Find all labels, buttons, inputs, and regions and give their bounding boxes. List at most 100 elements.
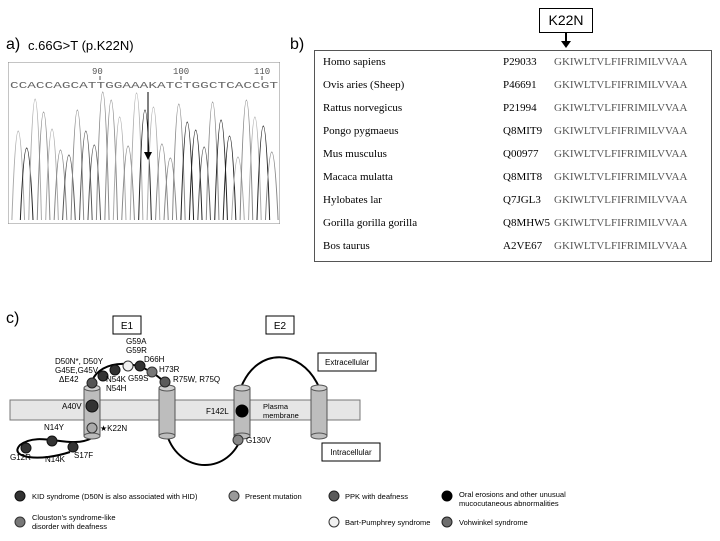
chromatogram-peak	[138, 109, 152, 221]
chromatogram-peak	[188, 129, 203, 221]
legend-kid: KID syndrome (D50N is also associated wi…	[32, 492, 198, 501]
sequence: GKIWLTVLFIFRIMILVVAA	[554, 148, 688, 160]
chromatogram-peak	[28, 98, 42, 221]
legend-swatch-bart	[328, 516, 340, 528]
marker-k22n	[86, 422, 98, 434]
alignment-table: Homo sapiens P29033 GKIWLTVLFIFRIMILVVAA…	[314, 50, 712, 262]
marker-g45	[97, 370, 109, 382]
accession: P21994	[503, 102, 537, 114]
legend-swatch-kid	[14, 490, 26, 502]
alignment-row: Mus musculus Q00977 GKIWLTVLFIFRIMILVVAA	[315, 148, 713, 166]
tm-helix-4	[310, 384, 328, 440]
species-name: Bos taurus	[323, 240, 370, 252]
chromatogram-peaks	[11, 91, 279, 221]
species-name: Gorilla gorilla gorilla	[323, 217, 418, 229]
label-n14k: N14K	[45, 455, 66, 464]
accession: Q7JGL3	[503, 194, 541, 206]
intracellular-label: Intracellular	[330, 448, 372, 457]
chromatogram-peak	[214, 119, 228, 221]
alignment-row: Macaca mulatta Q8MIT8 GKIWLTVLFIFRIMILVV…	[315, 171, 713, 189]
species-name: Macaca mulatta	[323, 171, 393, 183]
marker-d66h	[146, 366, 158, 378]
sequence: GKIWLTVLFIFRIMILVVAA	[554, 125, 688, 137]
chromatogram-peak	[36, 111, 51, 221]
chromatogram-plot: 90 100 110 CCACCAGCATTGGAAAKATCTGGCTCACC…	[7, 61, 281, 225]
label-h73r: H73R	[159, 365, 180, 374]
accession: Q8MIT8	[503, 171, 543, 183]
label-de42: ΔE42	[59, 375, 79, 384]
label-d66h: D66H	[144, 355, 165, 364]
chromatogram-peak	[53, 149, 68, 221]
extracellular-box	[317, 352, 377, 372]
down-arrow-icon	[561, 33, 571, 48]
label-g59a: G59A	[126, 337, 147, 346]
label-g59s: G59S	[128, 374, 148, 383]
marker-r75	[159, 376, 171, 388]
legend: KID syndrome (D50N is also associated wi…	[14, 490, 566, 531]
marker-d50	[109, 364, 121, 376]
species-name: Ovis aries (Sheep)	[323, 79, 405, 91]
chromatogram-peak	[239, 99, 254, 221]
intracellular-box	[321, 442, 381, 462]
marker-g130v	[232, 434, 244, 446]
extracellular-loop-e1	[91, 363, 168, 386]
legend-swatch-vohwinkel	[441, 516, 453, 528]
sequence: GKIWLTVLFIFRIMILVVAA	[554, 240, 688, 252]
accession: Q8MIT9	[503, 125, 543, 137]
legend-clouston-2: disorder with deafness	[32, 522, 107, 531]
species-name: Pongo pygmaeus	[323, 125, 399, 137]
intracellular-loop	[166, 434, 243, 466]
marker-n54	[122, 360, 134, 372]
label-r75: R75W, R75Q	[173, 375, 220, 384]
extracellular-loop-e2	[241, 356, 319, 386]
panel-b-label: b)	[290, 36, 305, 53]
pos-label-90: 90	[92, 67, 103, 77]
marker-a40v	[85, 399, 99, 413]
legend-swatch-clouston	[14, 516, 26, 528]
label-k22n: ★K22N	[100, 424, 127, 433]
label-s17f: S17F	[74, 451, 93, 460]
sequence: GKIWLTVLFIFRIMILVVAA	[554, 171, 688, 183]
alignment-row: Gorilla gorilla gorilla Q8MHW5 GKIWLTVLF…	[315, 217, 713, 235]
label-n14y: N14Y	[44, 423, 65, 432]
chromatogram-peak	[231, 156, 245, 221]
accession: P29033	[503, 56, 537, 68]
alignment-row: Pongo pygmaeus Q8MIT9 GKIWLTVLFIFRIMILVV…	[315, 125, 713, 143]
species-name: Mus musculus	[323, 148, 387, 160]
plasma-membrane-label-2: membrane	[263, 411, 299, 420]
chromatogram-peak	[129, 92, 144, 221]
label-g130v: G130V	[246, 436, 272, 445]
chromatogram-peak	[45, 128, 59, 221]
species-name: Homo sapiens	[323, 56, 386, 68]
n-terminus	[16, 437, 93, 459]
marker-g12r	[20, 442, 32, 454]
legend-vohwinkel: Vohwinkel syndrome	[459, 518, 528, 527]
sequence: GKIWLTVLFIFRIMILVVAA	[554, 102, 688, 114]
alignment-row: Ovis aries (Sheep) P46691 GKIWLTVLFIFRIM…	[315, 79, 713, 97]
chromatogram-peak	[248, 116, 262, 221]
accession: Q00977	[503, 148, 539, 160]
label-a40v: A40V	[62, 402, 82, 411]
label-d50: D50N*, D50Y	[55, 357, 104, 366]
accession: A2VE67	[503, 240, 543, 252]
label-g45: G45E,G45V	[55, 366, 99, 375]
legend-swatch-present	[228, 490, 240, 502]
legend-oral-2: mucocutaneous abnormalities	[459, 499, 559, 508]
legend-swatch-oral	[441, 490, 453, 502]
pos-label-110: 110	[254, 67, 270, 77]
chromatogram-peak	[70, 109, 85, 221]
label-n54k: N54K	[106, 375, 127, 384]
e1-label: E1	[121, 321, 134, 332]
connexin-topology-diagram: E1 E2 Extracellular Intracellular Plasma…	[9, 315, 566, 531]
chromatogram-peak	[104, 99, 119, 221]
marker-n14	[46, 435, 58, 447]
chromatogram-peak	[197, 146, 211, 221]
species-name: Hylobates lar	[323, 194, 382, 206]
marker-g59	[134, 360, 146, 372]
base-call-sequence: CCACCAGCATTGGAAAKATCTGGCTCACCGT	[10, 80, 278, 91]
accession: Q8MHW5	[503, 217, 551, 229]
marker-f142l	[235, 404, 249, 418]
legend-bart: Bart-Pumphrey syndrome	[345, 518, 430, 527]
label-n54h: N54H	[106, 384, 127, 393]
pos-label-100: 100	[173, 67, 189, 77]
